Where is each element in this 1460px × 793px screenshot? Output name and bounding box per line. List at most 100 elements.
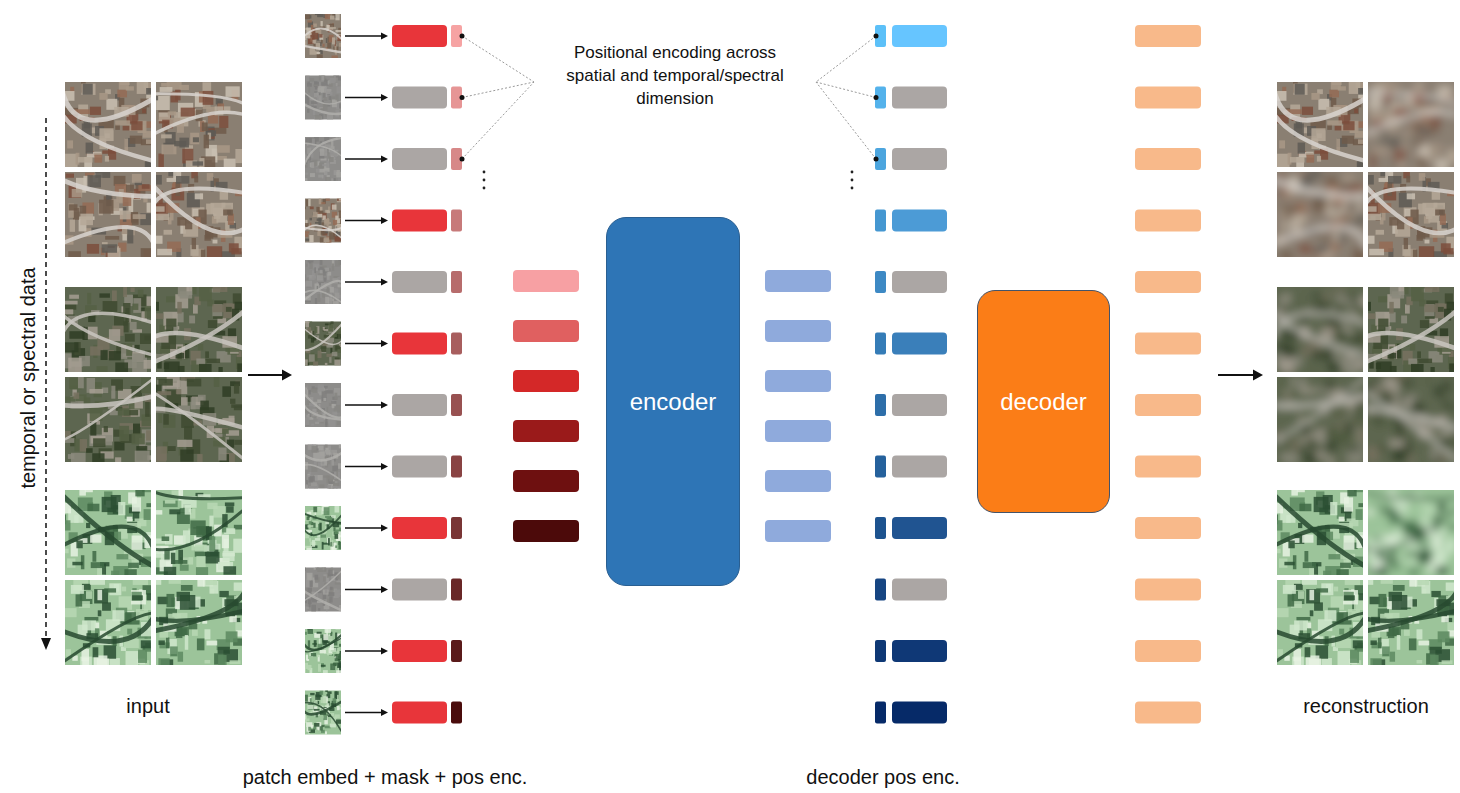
- tile-texture-block: [133, 577, 148, 585]
- tile-texture-block: [174, 141, 186, 146]
- tile-texture-block: [64, 154, 78, 168]
- tile-texture-block: [218, 367, 222, 374]
- tile-texture-block: [1366, 313, 1375, 319]
- tile-texture-block: [177, 380, 187, 394]
- tile-texture-block: [68, 358, 82, 373]
- tile-road: [1364, 508, 1459, 550]
- tile-road: [61, 396, 156, 406]
- satellite-tile: [1264, 567, 1376, 678]
- tile-texture: [1355, 69, 1460, 180]
- tile-texture-block: [1293, 84, 1307, 95]
- tile-texture-block: [87, 175, 101, 187]
- tile-texture-block: [1336, 138, 1340, 151]
- tile-texture-block: [1428, 429, 1441, 434]
- tile-texture-block: [86, 448, 93, 453]
- tile-texture-block: [222, 386, 231, 397]
- satellite-tile: [52, 477, 164, 588]
- tile-texture-block: [1364, 510, 1374, 514]
- tile-texture-block: [1438, 506, 1446, 513]
- tile-texture-block: [204, 629, 210, 639]
- tile-texture-block: [1419, 503, 1429, 509]
- tile-texture-block: [1292, 486, 1307, 490]
- tile-texture-block: [1432, 191, 1440, 199]
- tile-texture-block: [1366, 302, 1371, 311]
- tile-texture-block: [1366, 214, 1381, 221]
- tile-texture-block: [1347, 489, 1356, 496]
- tile-texture-block: [68, 454, 75, 459]
- tile-texture-block: [1330, 408, 1341, 415]
- tile-texture-block: [204, 135, 209, 149]
- tile-texture-block: [1281, 295, 1291, 299]
- tile-texture-block: [1315, 301, 1330, 312]
- tile-texture-block: [1316, 426, 1320, 432]
- tile-texture-block: [1347, 451, 1362, 464]
- tile-texture-block: [322, 44, 324, 47]
- patch-arrow-head: [381, 94, 388, 101]
- tile-texture-block: [97, 590, 102, 600]
- tile-texture-block: [1389, 302, 1393, 314]
- tile-ground: [1355, 159, 1460, 270]
- tile-texture-block: [193, 209, 199, 216]
- tile-texture-block: [1337, 334, 1347, 342]
- tile-texture-block: [101, 350, 108, 360]
- tile-texture-block: [132, 535, 143, 549]
- satellite-tile: [52, 274, 164, 385]
- tile-texture-block: [1378, 594, 1386, 607]
- tile-texture-block: [1301, 389, 1315, 394]
- tile-texture-block: [334, 153, 337, 157]
- tile-texture-block: [1276, 304, 1289, 309]
- tile-texture-block: [236, 630, 247, 636]
- tile-texture-block: [120, 211, 131, 220]
- tile-texture-block: [102, 244, 117, 252]
- tile-texture-block: [1425, 240, 1430, 244]
- tile-texture-block: [325, 12, 331, 19]
- patch-token: [392, 25, 447, 47]
- tile-texture-block: [1367, 96, 1371, 100]
- tile-texture-block: [197, 454, 202, 465]
- tile-texture-block: [165, 500, 176, 503]
- tile-texture-block: [166, 594, 174, 607]
- tile-texture-block: [195, 193, 203, 199]
- tile-texture-block: [176, 176, 189, 184]
- tile-texture-block: [200, 401, 209, 410]
- tile-ground: [1264, 274, 1376, 385]
- tile-texture-block: [311, 101, 317, 104]
- tile-road: [152, 184, 247, 233]
- tile-texture-block: [128, 563, 139, 568]
- tile-texture-block: [164, 230, 173, 235]
- tile-texture: [1355, 159, 1460, 270]
- tile-texture-block: [1284, 562, 1294, 566]
- tile-texture-block: [1390, 652, 1395, 662]
- tile-texture-block: [81, 649, 89, 661]
- tile-texture-block: [1358, 445, 1370, 450]
- tile-road: [61, 227, 156, 249]
- tile-texture-block: [80, 486, 95, 490]
- tile-texture-block: [226, 86, 240, 97]
- tile-texture-block: [181, 108, 195, 117]
- tile-texture-block: [1438, 307, 1444, 312]
- tile-texture-block: [218, 647, 230, 654]
- tile-texture-block: [184, 426, 192, 439]
- tile-texture-block: [185, 505, 191, 515]
- tile-texture-block: [115, 120, 130, 125]
- tile-texture-block: [1345, 424, 1352, 435]
- tile-texture-block: [1419, 173, 1426, 181]
- tile-texture-block: [156, 175, 162, 185]
- tile-texture-block: [203, 91, 214, 105]
- tile-texture-block: [70, 220, 75, 232]
- tile-texture-block: [1281, 331, 1296, 339]
- tile-texture-block: [1298, 143, 1305, 154]
- tile-texture-block: [119, 426, 129, 441]
- tile-texture-block: [1375, 414, 1380, 425]
- tile-texture-block: [1280, 251, 1293, 261]
- tile-texture-block: [1285, 392, 1291, 398]
- tile-texture-block: [226, 631, 238, 642]
- tile-texture-block: [1305, 647, 1311, 657]
- tile-texture: [143, 69, 255, 180]
- tile-texture-block: [1381, 509, 1392, 514]
- patch-arrow: [345, 35, 382, 36]
- tile-texture-block: [1344, 304, 1350, 310]
- tile-road: [303, 29, 343, 41]
- tile-texture-block: [1417, 351, 1421, 358]
- tile-texture-block: [1371, 632, 1380, 638]
